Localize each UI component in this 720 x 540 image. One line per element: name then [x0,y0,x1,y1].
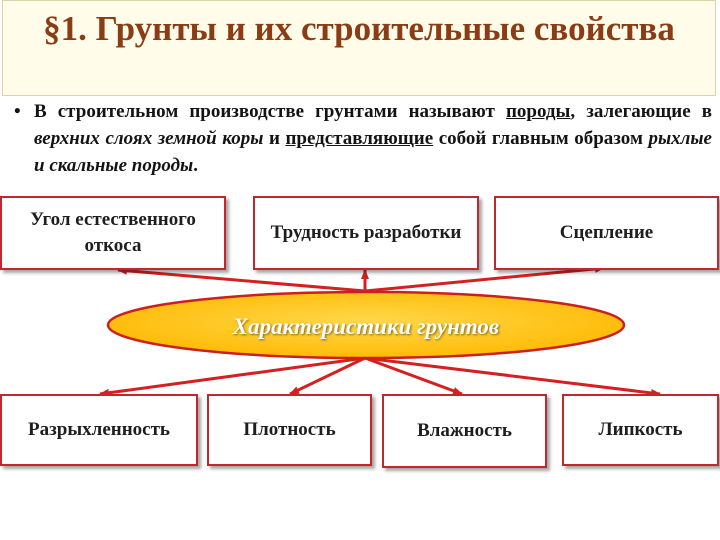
box-density: Плотность [207,394,372,466]
title-box: §1. Грунты и их строительные свойства [2,0,716,96]
definition-segment: , залегающие в [570,101,713,122]
arrow-to-slope-angle [117,266,366,293]
definition-text: В строительном производстве грунтами наз… [34,98,712,179]
arrow-to-moisture [364,356,463,396]
term-porody: породы [505,101,571,122]
arrow-to-density [289,356,366,396]
box-cohesion: Сцепление [494,196,719,270]
definition-segment: и [263,128,286,149]
center-label: Характеристики грунтов [232,314,500,339]
arrow-to-loosening [99,356,366,397]
term-upper-layers: верхних слоях земной коры [34,128,264,149]
definition-paragraph: • В строительном производстве грунтами н… [8,98,712,179]
box-loosening: Разрыхленность [0,394,198,466]
term-representing: представляющие [285,128,434,149]
box-slope-angle: Угол естественного откоса [0,196,226,270]
bullet-marker: • [14,101,21,122]
definition-segment: В строительном производстве грунтами наз… [34,101,506,122]
term-loose-rocky: рыхлые и скальные породы [34,128,712,176]
box-stickiness: Липкость [562,394,719,466]
center-ellipse [106,290,626,360]
slide-title: §1. Грунты и их строительные свойства [43,9,675,48]
arrow-to-stickiness [364,356,661,397]
box-excavation-difficulty: Трудность разработки [253,196,479,270]
definition-segment: . [193,155,198,176]
definition-segment: собой главным образом [433,128,649,149]
arrow-to-cohesion [364,264,605,293]
box-moisture: Влажность [382,394,547,468]
